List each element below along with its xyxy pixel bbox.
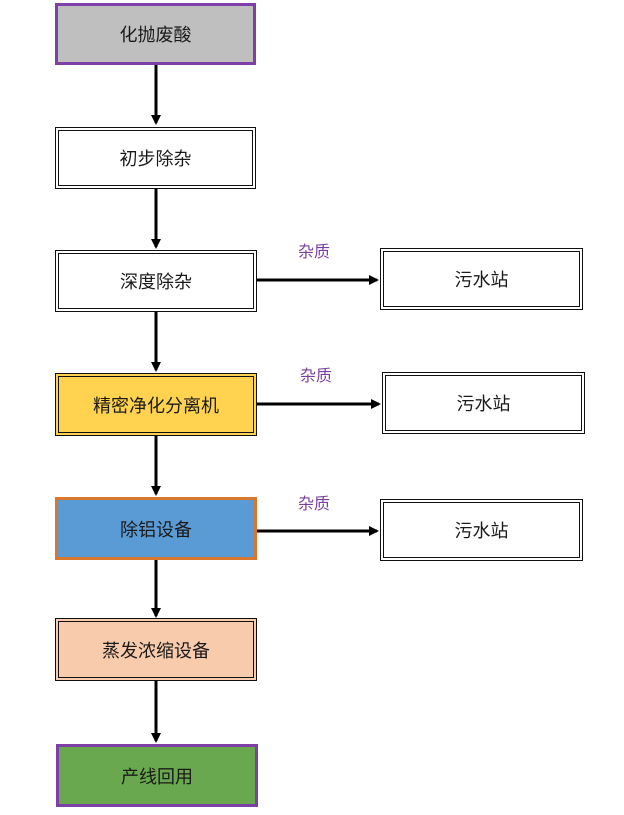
node-sewage-station-3-label: 污水站 <box>454 521 509 542</box>
node-precision-separator-label: 精密净化分离机 <box>93 395 219 417</box>
node-acid-waste: 化抛废酸 <box>55 3 256 65</box>
node-sewage-station-3: 污水站 <box>380 499 583 561</box>
node-production-reuse-label: 产线回用 <box>121 766 193 788</box>
node-aluminum-removal: 除铝设备 <box>55 497 257 560</box>
node-sewage-station-2: 污水站 <box>382 372 585 434</box>
node-sewage-station-1-label: 污水站 <box>454 270 509 291</box>
node-evaporation-concentration: 蒸发浓缩设备 <box>55 618 257 681</box>
node-aluminum-removal-label: 除铝设备 <box>120 519 192 541</box>
edge-label-impurity-3: 杂质 <box>298 494 331 513</box>
edge-label-impurity-1: 杂质 <box>298 242 331 261</box>
node-initial-impurity-removal: 初步除杂 <box>55 127 256 189</box>
edge-label-impurity-2: 杂质 <box>300 366 333 385</box>
node-deep-impurity-removal: 深度除杂 <box>55 250 257 312</box>
node-sewage-station-2-label: 污水站 <box>456 394 511 415</box>
node-production-reuse: 产线回用 <box>56 744 258 807</box>
node-sewage-station-1: 污水站 <box>380 248 583 310</box>
node-deep-impurity-removal-label: 深度除杂 <box>120 272 192 293</box>
node-evaporation-concentration-label: 蒸发浓缩设备 <box>102 640 210 662</box>
node-initial-impurity-removal-label: 初步除杂 <box>119 149 192 170</box>
node-acid-waste-label: 化抛废酸 <box>119 25 192 46</box>
node-precision-separator: 精密净化分离机 <box>55 373 257 436</box>
